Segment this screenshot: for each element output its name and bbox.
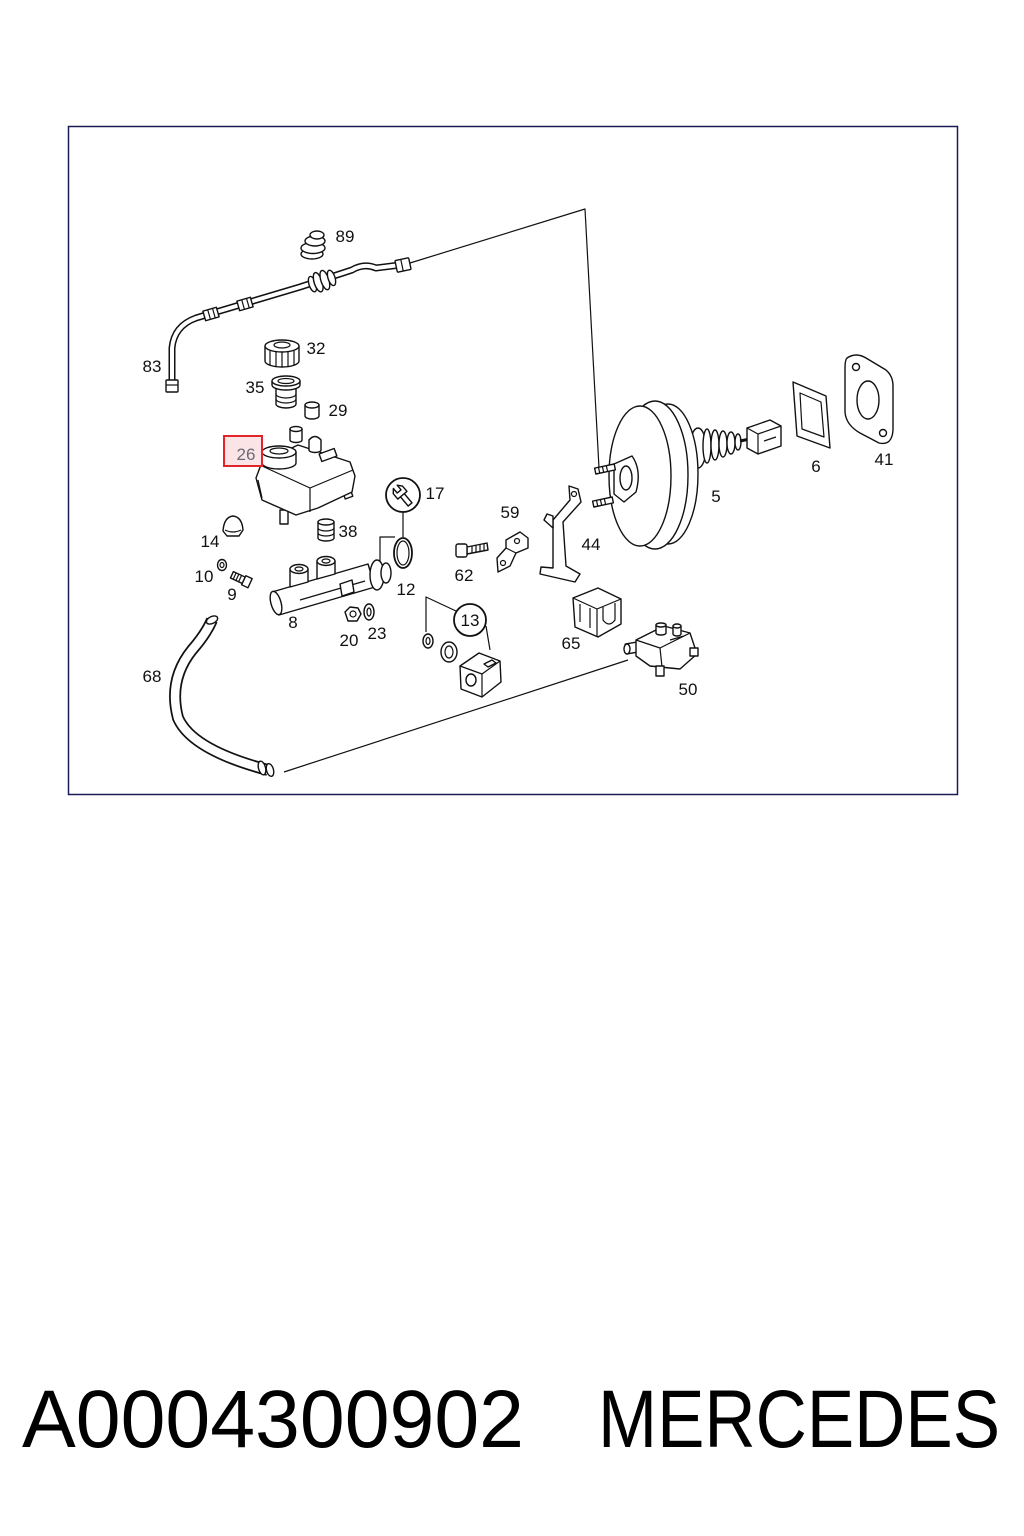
callout-62: 62 [455,566,474,585]
seal-kit-leader [379,512,404,566]
callout-26: 26 [237,445,256,464]
callout-14: 14 [201,532,220,551]
callout-68: 68 [143,667,162,686]
hose-to-valve-leader [283,659,629,773]
line-end-nut [165,379,179,393]
line-fitting [202,306,220,322]
callout-5: 5 [711,487,720,506]
plug-part [304,401,320,420]
repair-kit-block [459,652,502,698]
leader-lines [283,208,629,773]
callout-59: 59 [501,503,520,522]
brake-line-part [165,257,412,393]
small-ring-part [216,558,228,572]
callout-38: 38 [339,522,358,541]
wrench-icon [392,484,413,507]
line-end-fitting [394,257,412,273]
pipe-grommet [307,269,337,293]
line-fitting [236,296,254,312]
callout-13: 13 [461,611,480,630]
o-ring-part [393,537,413,569]
vacuum-valve-part [623,622,699,677]
vacuum-hose-part [169,615,275,778]
bolt-part [455,542,489,558]
booster-stud [593,463,617,475]
grommet-part [300,230,326,260]
callout-8: 8 [288,613,297,632]
callout-12: 12 [397,580,416,599]
part-number: A0004300902 [22,1374,524,1465]
callout-83: 83 [143,357,162,376]
callout-9: 9 [227,585,236,604]
repair-kit-washers [422,633,458,663]
nut-part [344,606,362,622]
spacer-plate-part [844,354,894,445]
callout-20: 20 [340,631,359,650]
callout-17: 17 [426,484,445,503]
repair-kit-symbol [453,603,487,637]
callout-35: 35 [246,378,265,397]
gasket-part [792,381,831,449]
brake-line-to-booster-leader [409,208,600,469]
rubber-mount-part [572,587,622,638]
master-cylinder-part [269,555,392,616]
support-bracket-part [539,485,582,583]
callout-29: 29 [329,401,348,420]
callout-32: 32 [307,339,326,358]
reservoir-grommet-part [317,518,335,542]
repair-kit-leader [425,596,491,651]
callout-23: 23 [368,624,387,643]
highlighted-callout: 26 [223,435,263,467]
reservoir-cap-part [264,339,300,368]
dust-cap-part [222,515,244,537]
pushrod-clevis [746,419,782,455]
callout-50: 50 [679,680,698,699]
fluid-reservoir-part [255,425,356,525]
product-caption: A0004300902 MERCEDES [22,1374,1000,1465]
bleed-screw-part [229,570,253,589]
callout-6: 6 [811,457,820,476]
washer-part [363,603,375,621]
callout-65: 65 [562,634,581,653]
callout-44: 44 [582,535,601,554]
strainer-part [271,375,301,409]
callout-labels: 89 32 83 35 29 17 6 41 5 59 38 14 44 62 … [143,227,894,699]
seal-kit-symbol [385,477,421,513]
brake-booster-part [591,400,782,550]
booster-stud [591,496,615,508]
diagram-frame [67,125,959,796]
small-bracket-part [496,531,529,573]
callout-41: 41 [875,450,894,469]
callout-89: 89 [336,227,355,246]
callout-10: 10 [195,567,214,586]
highlight-box [223,435,263,467]
brand-name: MERCEDES [598,1374,1000,1465]
pushrod-boot [702,428,742,464]
